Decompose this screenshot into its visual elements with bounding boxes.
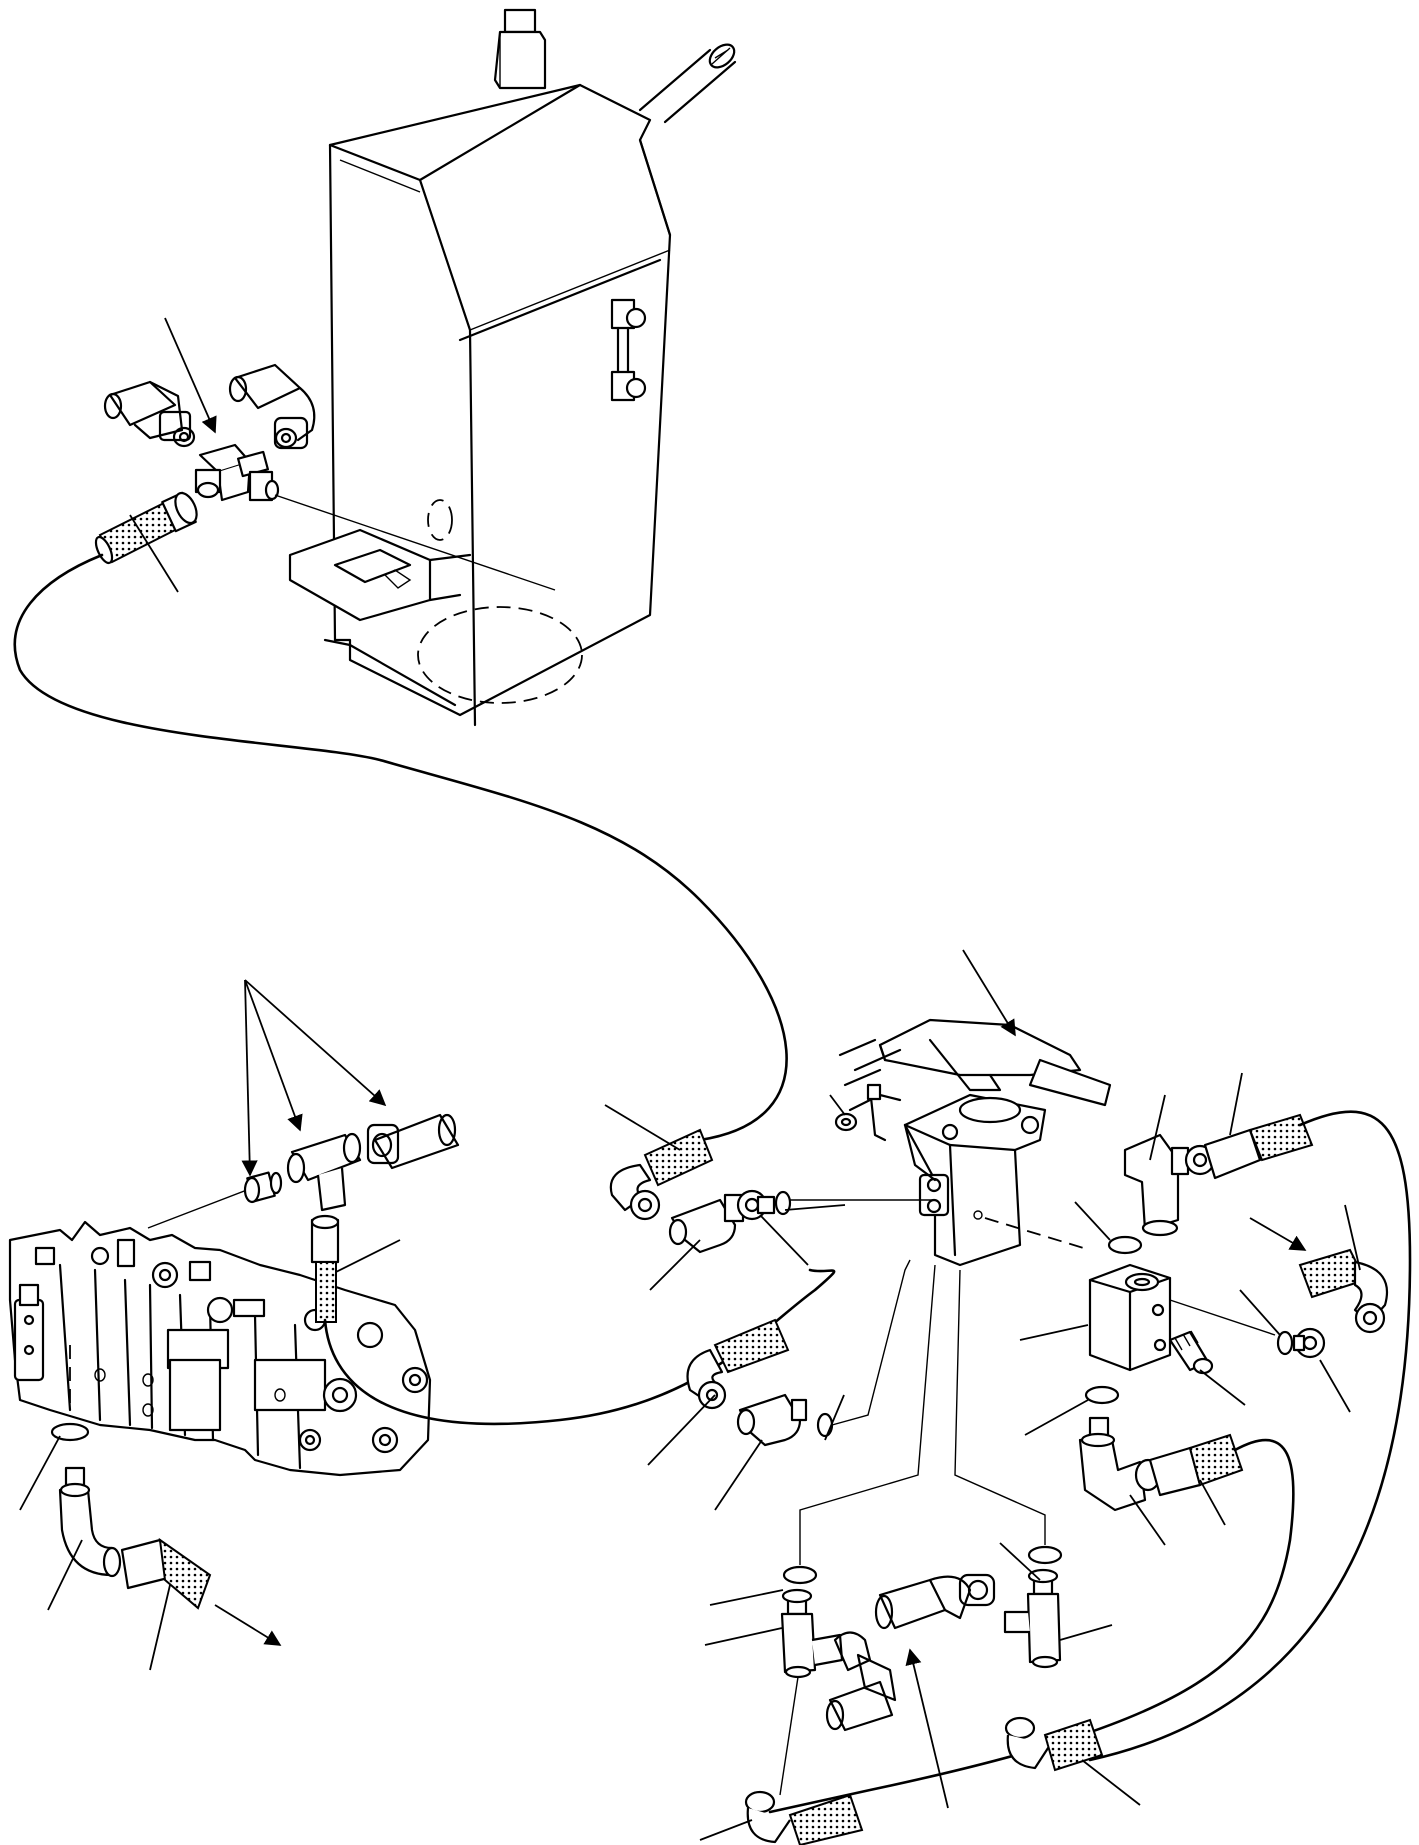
- brake-valve-outlet-hose-fitting: [686, 1318, 790, 1410]
- tank-suction-port-hidden: [417, 606, 583, 704]
- valve-block-side-adapter: [1292, 1327, 1326, 1359]
- tank-mounting-bracket: [288, 528, 472, 622]
- o-ring: [816, 1412, 834, 1438]
- o-ring: [782, 1565, 818, 1585]
- control-valve-to-brake-valve-hose: [323, 1268, 836, 1426]
- tank-return-hose-end-right: [228, 363, 316, 450]
- lower-tee-left-hose-ghost: [825, 1631, 897, 1732]
- tank-filler-cap: [493, 8, 547, 90]
- control-valve-tee-assembly: [147, 1113, 836, 1426]
- control-valve-hose-end-ghost: [366, 1113, 460, 1170]
- valve-block-upper-hose: [1088, 1110, 1412, 1762]
- control-valve-tee-hose-fitting: [310, 1214, 340, 1323]
- brake-valve: [838, 1018, 1112, 1267]
- hydraulic-tank: [288, 8, 737, 727]
- tank-breather-pipe: [638, 43, 737, 124]
- valve-block-bolt: [1168, 1330, 1214, 1375]
- cross-fitting: [194, 443, 280, 502]
- o-ring: [774, 1190, 792, 1216]
- valve-block-side-hose-fitting: [1298, 1248, 1389, 1334]
- brake-valve-outlet-fittings: [686, 1259, 911, 1447]
- control-valve-adapter: [243, 1171, 283, 1204]
- lower-tee-assembly-right: [874, 1545, 1104, 1772]
- lower-tee-left-elbow: [744, 1790, 864, 1845]
- brake-valve-outlet-elbow: [736, 1393, 808, 1447]
- brake-valve-inlet-fittings: [609, 1128, 935, 1254]
- o-ring: [1276, 1330, 1294, 1356]
- lower-tee-right-elbow: [1004, 1716, 1104, 1772]
- brake-valve-inlet-elbow: [668, 1193, 745, 1254]
- tank-sight-gauge: [610, 298, 647, 402]
- tank-to-brake-valve-hose: [13, 553, 788, 1142]
- valve-block-lower-hose-fitting: [1134, 1433, 1244, 1497]
- o-ring: [1027, 1545, 1063, 1565]
- brake-valve-plug: [834, 1112, 858, 1132]
- valve-block-upper-elbow: [1123, 1133, 1190, 1237]
- valve-block-upper-hose-fitting: [1184, 1113, 1314, 1180]
- lower-tee-right: [1003, 1568, 1062, 1669]
- valve-block-assembly: [1078, 1113, 1389, 1512]
- tank-cross-fitting-assembly: [94, 363, 556, 591]
- valve-block: [1088, 1263, 1172, 1372]
- control-valve-tee: [286, 1132, 362, 1212]
- leader-lines: [19, 317, 1361, 1841]
- lower-tee-left: [780, 1588, 844, 1679]
- brake-valve-inlet-hose-fitting: [609, 1128, 714, 1221]
- tank-hose-crimp-fitting: [94, 491, 198, 565]
- control-valve-outlet-elbow: [58, 1466, 122, 1578]
- o-ring: [50, 1422, 90, 1442]
- main-control-valve: [8, 1220, 432, 1477]
- brake-valve-inlet-adapter: [736, 1189, 776, 1221]
- lower-tee-assembly-left: [744, 1565, 897, 1845]
- control-valve-outlet-hose-fitting: [120, 1537, 212, 1610]
- valve-block-lower-elbow: [1078, 1416, 1147, 1512]
- o-ring: [1107, 1235, 1143, 1255]
- control-valve-outlet-assembly: [50, 1422, 212, 1610]
- lower-center-hose-ghost: [874, 1573, 996, 1630]
- tank-return-hose-end-left: [103, 380, 196, 448]
- o-ring: [1084, 1385, 1120, 1405]
- brake-pedal: [878, 1018, 1112, 1107]
